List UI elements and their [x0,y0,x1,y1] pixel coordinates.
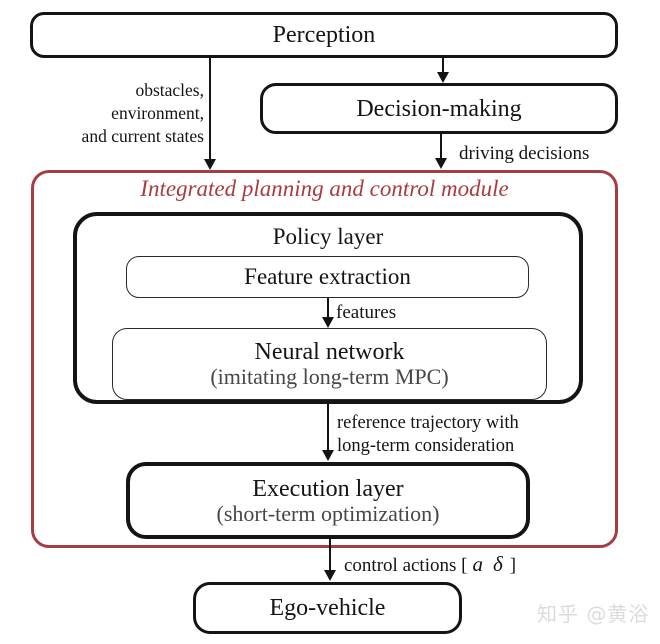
arrow-down-icon [437,72,449,83]
edge-label-line: obstacles, [135,80,204,100]
arrow-down-icon [322,450,334,461]
ego-vehicle-box: Ego-vehicle [193,582,462,634]
ego-vehicle-label: Ego-vehicle [269,595,386,621]
arrow-down-icon [322,317,334,328]
edge-label-reference-trajectory: reference trajectory with long-term cons… [337,412,519,458]
edge-label-features: features [336,302,397,323]
arrow-perception-to-decision [437,58,449,83]
execution-layer-sublabel: (short-term optimization) [216,500,440,526]
arrow-execution-to-ego [324,539,336,581]
arrow-decision-to-module [435,134,447,169]
perception-box: Perception [30,12,618,58]
arrow-down-icon [204,159,216,170]
neural-network-label: Neural network [254,339,405,365]
arrow-stem [209,58,211,160]
arrow-stem [327,298,329,318]
arrow-down-icon [324,570,336,581]
arrow-feature-to-neural [322,298,334,328]
neural-network-box: Neural network (imitating long-term MPC) [112,328,547,400]
zhihu-watermark: 知乎 @黄浴 [537,602,650,626]
feature-extraction-box: Feature extraction [126,256,529,298]
control-actions-suffix: ] [509,555,517,576]
perception-label: Perception [272,22,376,48]
arrow-stem [329,539,331,571]
integrated-module-title: Integrated planning and control module [140,176,509,201]
acceleration-symbol: a [472,552,483,576]
feature-extraction-label: Feature extraction [244,264,411,289]
control-actions-prefix: control actions [ [344,555,468,576]
decision-making-box: Decision-making [260,83,618,134]
edge-label-perception-to-module: obstacles, environment, and current stat… [40,79,204,148]
decision-making-label: Decision-making [356,95,522,122]
edge-label-driving-decisions: driving decisions [459,143,590,164]
arrow-policy-to-execution [322,404,334,461]
edge-label-line: reference trajectory with [337,413,519,433]
arrow-stem [440,134,442,159]
edge-label-line: long-term consideration [337,436,515,456]
neural-network-sublabel: (imitating long-term MPC) [210,364,449,389]
steering-symbol: δ [492,552,503,576]
execution-layer-label: Execution layer [252,475,404,502]
arrow-perception-to-module [204,58,216,170]
execution-layer-box: Execution layer (short-term optimization… [126,462,530,539]
edge-label-line: environment, [111,103,204,123]
arrow-down-icon [435,158,447,169]
arrow-stem [327,404,329,451]
arrow-stem [442,58,444,73]
policy-layer-title: Policy layer [272,224,384,249]
edge-label-line: and current states [81,126,204,146]
